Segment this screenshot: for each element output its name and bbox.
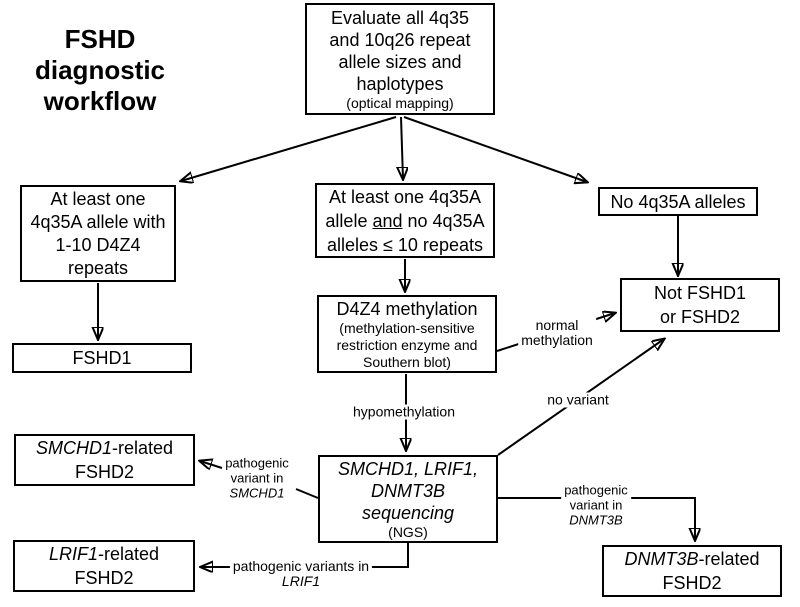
smchd1-variant-label: pathogenic variant in SMCHD1 bbox=[222, 455, 292, 501]
criteria-fshd1-line: 4q35A allele with bbox=[30, 211, 166, 232]
d4z4-method-line: (methylation-sensitive bbox=[339, 319, 475, 336]
sequencing-method: (NGS) bbox=[388, 523, 428, 540]
dnmt3b-related-box: DNMT3B-related FSHD2 bbox=[602, 545, 782, 597]
edge-evaluate-to-fshd1-criteria bbox=[181, 116, 397, 181]
dnmt3b-related-line: DNMT3B-related bbox=[624, 549, 760, 569]
evaluate-text-line: and 10q26 repeat bbox=[329, 29, 471, 50]
evaluate-box: Evaluate all 4q35 and 10q26 repeat allel… bbox=[305, 3, 495, 115]
hypomethylation-label: hypomethylation bbox=[350, 404, 458, 420]
criteria-methylation-line: alleles ≤ 10 repeats bbox=[327, 234, 483, 255]
criteria-fshd1-box: At least one 4q35A allele with 1-10 D4Z4… bbox=[20, 185, 176, 282]
sequencing-gene-line: DNMT3B bbox=[370, 480, 445, 501]
fshd1-label: FSHD1 bbox=[72, 348, 132, 368]
smchd1-related-line: SMCHD1-related bbox=[35, 438, 174, 458]
d4z4-method-line: restriction enzyme and bbox=[336, 336, 478, 353]
criteria-fshd1-line: At least one bbox=[50, 188, 146, 209]
lrif1-variant-label: pathogenic variants in LRIF1 bbox=[229, 559, 373, 589]
no-4q35a-label: No 4q35A alleles bbox=[610, 191, 746, 212]
not-fshd-box: Not FSHD1 or FSHD2 bbox=[620, 278, 780, 332]
underlined-and: and bbox=[372, 210, 403, 231]
d4z4-method-line: Southern blot) bbox=[363, 353, 451, 370]
fshd1-box: FSHD1 bbox=[12, 343, 192, 373]
evaluate-text-line: Evaluate all 4q35 bbox=[330, 7, 470, 28]
page-title-line: workflow bbox=[43, 86, 157, 116]
criteria-methylation-box: At least one 4q35A allele and no 4q35A a… bbox=[315, 183, 495, 258]
d4z4-methylation-title: D4Z4 methylation bbox=[336, 298, 478, 319]
edge-smchd1-variant-arrow bbox=[200, 461, 223, 468]
edge-evaluate-to-no-4q35a bbox=[403, 116, 587, 182]
page-title: FSHD diagnostic workflow bbox=[35, 24, 165, 117]
normal-methylation-label: normal methylation bbox=[518, 318, 596, 348]
criteria-methylation-line: allele and no 4q35A bbox=[325, 210, 485, 231]
lrif1-related-box: LRIF1-related FSHD2 bbox=[13, 540, 195, 592]
no-4q35a-box: No 4q35A alleles bbox=[598, 187, 758, 216]
sequencing-gene-line: sequencing bbox=[361, 502, 455, 523]
lrif1-related-line: LRIF1-related bbox=[48, 544, 160, 564]
smchd1-related-line: FSHD2 bbox=[74, 462, 134, 482]
dnmt3b-related-line: FSHD2 bbox=[662, 573, 722, 593]
criteria-methylation-line: At least one 4q35A bbox=[328, 186, 482, 207]
evaluate-text-line: haplotypes bbox=[356, 73, 444, 94]
criteria-fshd1-line: repeats bbox=[67, 257, 129, 278]
sequencing-box: SMCHD1, LRIF1, DNMT3B sequencing (NGS) bbox=[318, 455, 498, 543]
not-fshd-line: Not FSHD1 bbox=[653, 283, 747, 303]
evaluate-method: (optical mapping) bbox=[346, 94, 454, 111]
smchd1-related-box: SMCHD1-related FSHD2 bbox=[14, 434, 195, 486]
edge-smchd1-variant-stub bbox=[295, 488, 319, 499]
page-title-line: FSHD bbox=[64, 24, 136, 54]
criteria-fshd1-line: 1-10 D4Z4 bbox=[55, 234, 141, 255]
d4z4-methylation-box: D4Z4 methylation (methylation-sensitive … bbox=[317, 295, 497, 373]
sequencing-gene-line: SMCHD1, LRIF1, bbox=[337, 458, 479, 479]
no-variant-label: no variant bbox=[544, 392, 612, 408]
not-fshd-line: or FSHD2 bbox=[659, 307, 740, 327]
page-title-line: diagnostic bbox=[34, 55, 166, 85]
evaluate-text-line: allele sizes and bbox=[338, 51, 462, 72]
edge-evaluate-to-methylation-criteria bbox=[401, 116, 403, 179]
lrif1-related-line: FSHD2 bbox=[74, 568, 134, 588]
dnmt3b-variant-label: pathogenic variant in DNMT3B bbox=[561, 482, 631, 528]
